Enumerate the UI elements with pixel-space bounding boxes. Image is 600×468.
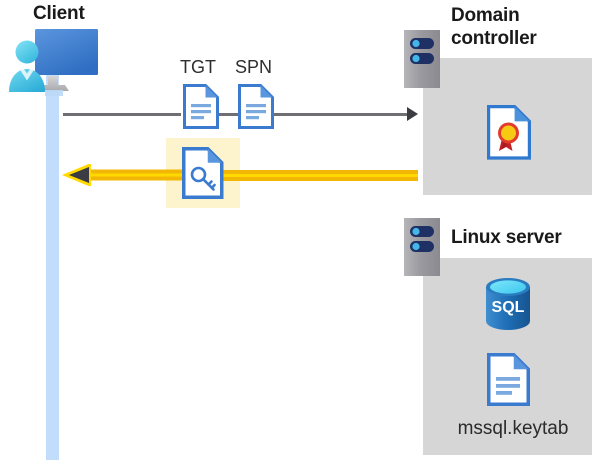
domain-controller-title-line2: controller — [451, 28, 537, 49]
ticket-key-document-icon — [182, 147, 224, 199]
client-title: Client — [33, 3, 85, 24]
response-arrow-left — [62, 163, 182, 187]
keytab-document-icon — [487, 353, 530, 406]
client-lifeline — [46, 72, 59, 460]
tgt-label: TGT — [180, 57, 216, 77]
sql-logo-text: SQL — [492, 299, 525, 316]
user-monitor-icon — [8, 26, 100, 96]
spn-document-icon — [238, 84, 274, 129]
request-line-right-segment — [272, 113, 408, 116]
request-line-left-segment — [63, 113, 181, 116]
certificate-icon — [487, 105, 531, 165]
keytab-filename-label: mssql.keytab — [457, 418, 569, 439]
linux-server-icon — [404, 218, 440, 276]
sql-database-icon: SQL — [483, 276, 533, 337]
domain-controller-title-line1: Domain — [451, 5, 520, 26]
tgt-document-icon — [183, 84, 219, 129]
spn-label: SPN — [235, 57, 273, 77]
request-line-middle-segment — [217, 113, 238, 116]
domain-controller-title: Domain controller — [451, 4, 596, 50]
linux-server-title: Linux server — [451, 227, 562, 248]
response-arrow-right — [218, 169, 418, 181]
request-arrowhead-icon — [407, 107, 418, 121]
domain-controller-server-icon — [404, 30, 440, 88]
